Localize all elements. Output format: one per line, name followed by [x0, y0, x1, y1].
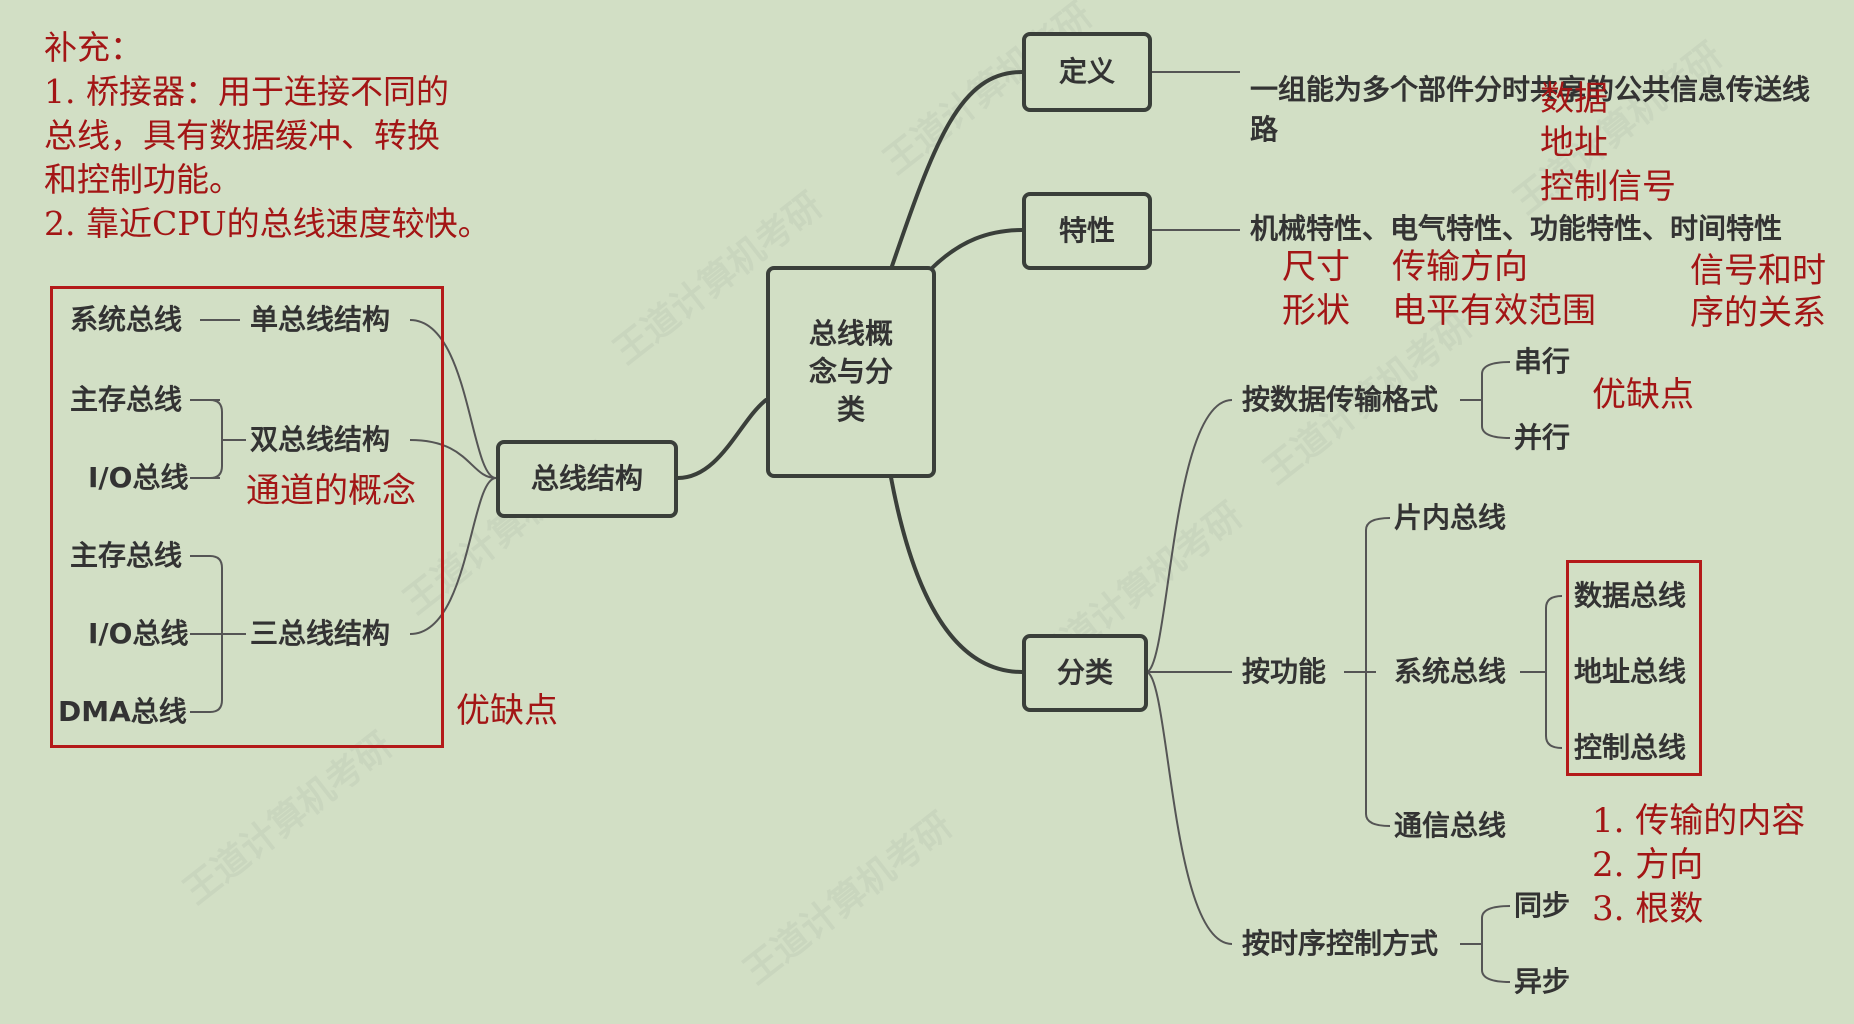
note-timing-2: 序的关系	[1690, 293, 1826, 333]
center-node: 总线概念与分类	[766, 266, 936, 478]
definition-node: 定义	[1022, 32, 1152, 112]
single-system-bus: 系统总线	[70, 303, 183, 336]
system-bus-highlight-box	[1566, 560, 1702, 776]
classification-node: 分类	[1022, 634, 1148, 712]
triple-io-bus: I/O总线	[88, 617, 189, 650]
note-address: 地址	[1540, 123, 1608, 163]
supplement-title: 补充：	[44, 28, 143, 67]
definition-text: 一组能为多个部件分时共享的公共信息传送线路	[1250, 73, 1811, 146]
triple-dma-bus: DMA总线	[58, 695, 187, 728]
triple-memory-bus: 主存总线	[70, 539, 183, 572]
format-parallel: 并行	[1514, 421, 1571, 454]
note-comm-direction: 2. 方向	[1592, 845, 1704, 885]
supplement-line: 总线，具有数据缓冲、转换	[44, 116, 440, 155]
supplement-line: 2. 靠近CPU的总线速度较快。	[44, 204, 491, 243]
structure-node: 总线结构	[496, 440, 678, 518]
note-mechanical-shape: 形状	[1282, 291, 1350, 331]
format-serial: 串行	[1514, 345, 1571, 378]
note-mechanical-size: 尺寸	[1282, 247, 1350, 287]
by-function-label: 按功能	[1242, 655, 1327, 688]
supplement-line: 和控制功能。	[44, 160, 242, 199]
note-timing-1: 信号和时	[1690, 251, 1826, 291]
structure-highlight-box	[50, 286, 444, 748]
data-bus: 数据总线	[1574, 579, 1687, 612]
dual-memory-bus: 主存总线	[70, 383, 183, 416]
structure-label: 总线结构	[530, 462, 643, 495]
by-timing-label: 按时序控制方式	[1242, 927, 1439, 960]
note-electrical-direction: 传输方向	[1392, 247, 1528, 287]
control-bus: 控制总线	[1574, 731, 1687, 764]
address-bus: 地址总线	[1574, 655, 1687, 688]
note-format-pros-cons: 优缺点	[1592, 375, 1694, 415]
definition-label: 定义	[1058, 55, 1115, 88]
by-format-label: 按数据传输格式	[1242, 383, 1439, 416]
note-data: 数据	[1540, 79, 1608, 119]
property-text: 机械特性、电气特性、功能特性、时间特性	[1250, 212, 1783, 245]
note-channel-concept: 通道的概念	[246, 471, 416, 511]
single-bus-structure: 单总线结构	[250, 303, 391, 336]
note-control-signal: 控制信号	[1540, 167, 1676, 207]
classification-label: 分类	[1056, 656, 1113, 689]
supplement-line: 1. 桥接器：用于连接不同的	[44, 72, 449, 111]
note-structure-pros-cons: 优缺点	[456, 691, 558, 731]
timing-async: 异步	[1514, 965, 1571, 998]
property-node: 特性	[1022, 192, 1152, 270]
supplement-note: 补充： 1. 桥接器：用于连接不同的 总线，具有数据缓冲、转换 和控制功能。 2…	[44, 26, 491, 246]
comm-bus: 通信总线	[1394, 809, 1507, 842]
note-comm-count: 3. 根数	[1592, 889, 1704, 929]
property-label: 特性	[1058, 214, 1115, 247]
timing-sync: 同步	[1514, 889, 1571, 922]
system-bus: 系统总线	[1394, 655, 1507, 688]
onchip-bus: 片内总线	[1394, 501, 1507, 534]
note-comm-content: 1. 传输的内容	[1592, 801, 1806, 841]
dual-io-bus: I/O总线	[88, 461, 189, 494]
note-electrical-range: 电平有效范围	[1392, 291, 1596, 331]
center-title: 总线概念与分类	[808, 317, 893, 426]
triple-bus-structure: 三总线结构	[250, 617, 391, 650]
dual-bus-structure: 双总线结构	[250, 423, 391, 456]
